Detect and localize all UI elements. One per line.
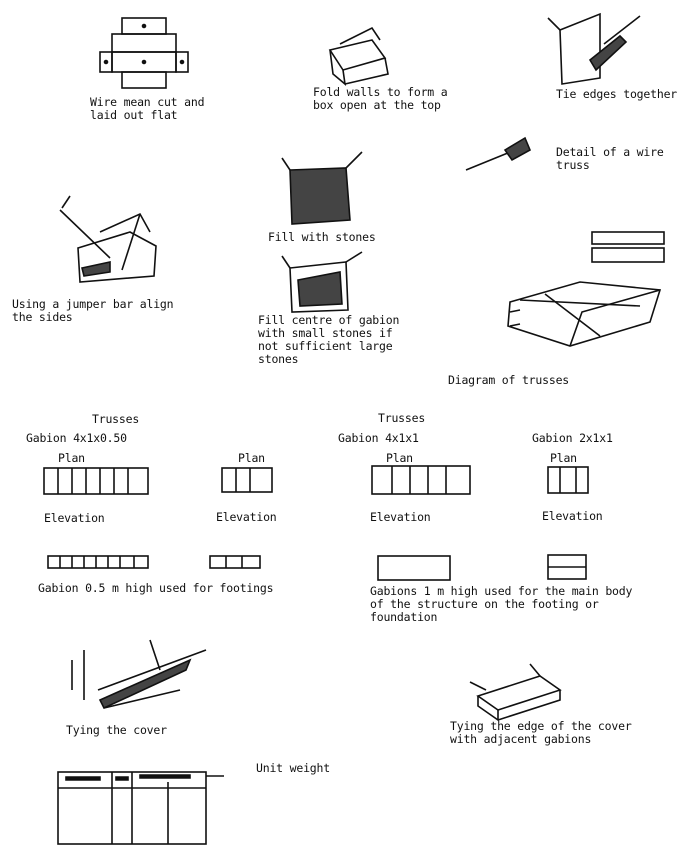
gabion-4x1x050-label: Gabion 4x1x0.50	[26, 431, 127, 445]
unit-weight-table	[57, 771, 224, 845]
elevation-4x1x050	[47, 555, 149, 569]
elevation-label: Elevation	[370, 510, 431, 524]
caption-fill-stones: Fill with stones	[268, 230, 376, 244]
caption-cut-flat: Wire mean cut and laid out flat	[90, 95, 205, 122]
plan-label: Plan	[386, 451, 413, 465]
plan-4x1x1	[371, 465, 471, 495]
plan-4x1x050	[43, 467, 149, 495]
plan-2x1x1	[547, 466, 589, 494]
trusses-heading-left: Trusses	[92, 412, 140, 426]
gabion-2x1x1-label: Gabion 2x1x1	[532, 431, 613, 445]
jumper-bar-drawing	[59, 195, 157, 283]
plan-2x1x050	[221, 467, 273, 493]
trusses-diagram-drawing	[507, 231, 665, 347]
fill-stones-drawing	[281, 151, 363, 225]
caption-tying-cover: Tying the cover	[66, 723, 167, 737]
caption-fold-walls: Fold walls to form a box open at the top	[313, 85, 448, 112]
plan-label: Plan	[58, 451, 85, 465]
fold-box-drawing	[328, 26, 389, 86]
body-note: Gabions 1 m high used for the main body …	[370, 584, 633, 624]
elevation-2x1x050	[209, 555, 261, 569]
footing-note: Gabion 0.5 m high used for footings	[38, 581, 274, 595]
elevation-label: Elevation	[44, 511, 105, 525]
wire-truss-drawing	[465, 136, 532, 171]
caption-jumper-bar: Using a jumper bar align the sides	[12, 297, 174, 324]
caption-tie-edges: Tie edges together	[556, 87, 678, 101]
tie-edges-drawing	[547, 12, 641, 85]
trusses-heading-right: Trusses	[378, 411, 426, 425]
caption-diagram-trusses: Diagram of trusses	[448, 373, 570, 387]
caption-fill-centre: Fill centre of gabion with small stones …	[258, 313, 400, 366]
tying-cover-drawing	[71, 639, 207, 710]
tying-edge-drawing	[469, 663, 562, 722]
fill-centre-drawing	[281, 251, 363, 313]
caption-tying-edge: Tying the edge of the cover with adjacen…	[450, 719, 632, 746]
elevation-label: Elevation	[542, 509, 603, 523]
elevation-4x1x1	[377, 555, 451, 581]
plan-label: Plan	[238, 451, 265, 465]
flat-layout-drawing	[99, 17, 189, 89]
caption-unit-weight: Unit weight	[256, 761, 330, 775]
plan-label: Plan	[550, 451, 577, 465]
caption-wire-truss: Detail of a wire truss	[556, 145, 664, 172]
elevation-2x1x1	[547, 554, 587, 580]
elevation-label: Elevation	[216, 510, 277, 524]
gabion-4x1x1-label: Gabion 4x1x1	[338, 431, 419, 445]
